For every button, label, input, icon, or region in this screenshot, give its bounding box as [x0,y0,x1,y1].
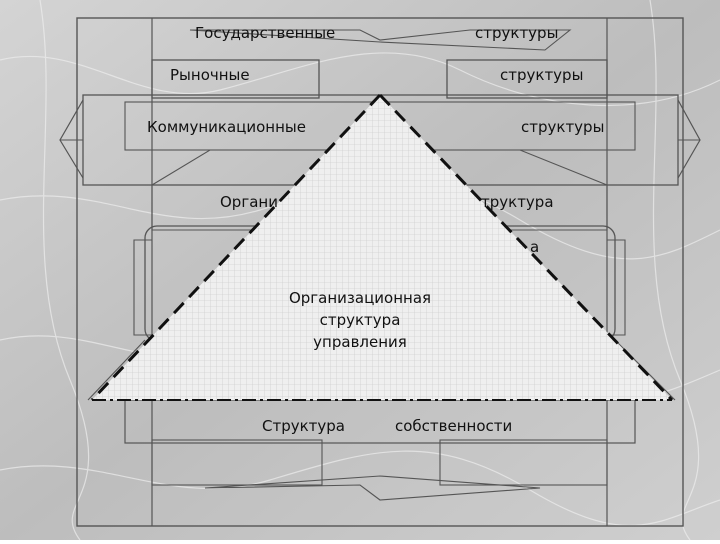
label-org-right: труктура [481,193,554,211]
market-box-right [446,59,608,99]
state-lens [189,29,572,51]
label-ownership-right: собственности [395,417,513,435]
center-line-2: структура [319,311,401,329]
label-comm-right: структуры [521,118,605,136]
triangle-edge-right [378,93,674,402]
label-comm-left: Коммуникационные [147,118,306,136]
label-org-left: Органи [220,193,278,211]
outer-frame [76,17,684,527]
label-partial: а [530,238,540,256]
bottom-lens [204,475,541,501]
center-label: Организационная структура управления [260,287,460,353]
label-state-right: структуры [475,24,559,42]
market-box-left [151,59,320,99]
label-market-right: структуры [500,66,584,84]
center-line-3: управления [313,333,407,351]
label-state-left: Государственные [195,24,336,42]
org-hexagon [151,149,608,231]
label-ownership-left: Структура [262,417,345,435]
label-market-left: Рыночные [170,66,250,84]
center-line-1: Организационная [288,289,432,307]
triangle-edge-left [90,93,382,402]
